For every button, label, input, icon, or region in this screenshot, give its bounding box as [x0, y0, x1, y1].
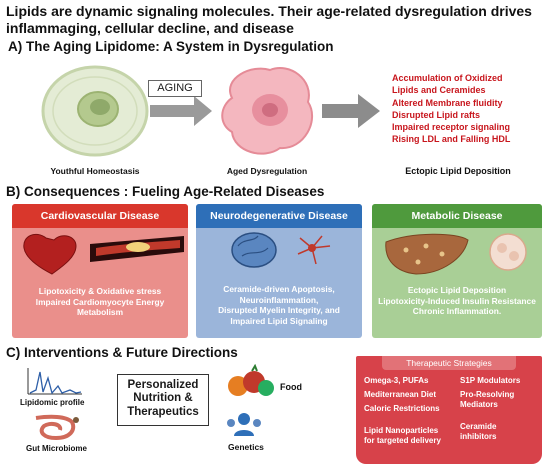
effect-item: Impaired receptor signaling: [392, 122, 511, 133]
therapeutic-left-list: Omega-3, PUFAs Mediterranean Diet Calori…: [364, 376, 441, 446]
therapeutic-right-list: S1P Modulators Pro-Resolving Mediators C…: [460, 376, 520, 442]
panel-line: Disrupted Myelin Integrity, and: [218, 305, 340, 316]
section-b-heading: B) Consequences : Fueling Age-Related Di…: [6, 184, 325, 199]
panel-line: Ceramide-driven Apoptosis,: [223, 284, 335, 294]
therapy-item: Mediterranean Diet: [364, 390, 437, 399]
panel-line: Neuroinflammation,: [239, 294, 319, 305]
panel-line: Lipotoxicity-Induced Insulin Resistance: [378, 295, 536, 306]
brain-neuron-icon: [231, 232, 331, 268]
box-line: Nutrition &: [133, 392, 193, 404]
aging-label: AGING: [148, 80, 202, 97]
therapy-item: inhibitors: [460, 432, 497, 441]
genetics-icon: [227, 413, 261, 436]
therapeutic-box: Therapeutic Strategies Omega-3, PUFAs Me…: [356, 356, 542, 464]
youthful-label: Youthful Homeostasis: [50, 166, 140, 176]
gut-microbiome-icon: [35, 414, 79, 441]
food-label: Food: [280, 382, 302, 392]
panel-line: Chronic Inflammation.: [412, 306, 502, 317]
therapy-item: Lipid Nanoparticles: [364, 426, 439, 435]
therapy-item: Caloric Restrictions: [364, 404, 440, 413]
youthful-cell-icon: [41, 65, 149, 157]
liver-adipose-icon: [385, 233, 527, 275]
therapy-item: for targeted delivery: [364, 436, 441, 445]
metabolic-title: Metabolic Disease: [372, 204, 542, 228]
effect-item: Disrupted Lipid rafts: [392, 109, 481, 120]
aging-effects-list: Accumulation of Oxidized Lipids and Cera…: [392, 72, 510, 146]
neurodegenerative-text: Ceramide-driven Apoptosis, Neuroinflamma…: [196, 278, 362, 326]
lipidomic-label: Lipidomic profile: [20, 398, 85, 407]
therapy-item: Ceramide: [460, 422, 497, 431]
genetics-label: Genetics: [228, 442, 264, 452]
panel-line: Impaired Lipid Signaling: [230, 315, 328, 326]
section-c-heading: C) Interventions & Future Directions: [6, 345, 238, 360]
panel-line: Lipotoxicity & Oxidative stress: [38, 286, 162, 296]
figure-title: Lipids are dynamic signaling molecules. …: [6, 3, 532, 36]
box-line: Personalized: [127, 379, 199, 391]
metabolic-panel: Metabolic Disease Ectopic Lipid Depositi…: [372, 204, 542, 338]
aged-label: Aged Dysregulation: [226, 166, 308, 176]
box-line: Therapeutics: [127, 406, 199, 418]
effect-item: Accumulation of Oxidized: [392, 73, 503, 83]
aging-arrow-icon: [150, 96, 212, 126]
food-icon: [228, 364, 274, 396]
neurodegenerative-title: Neurodegenerative Disease: [196, 204, 362, 228]
therapy-item: Mediators: [460, 400, 498, 409]
cardiovascular-title: Cardiovascular Disease: [12, 204, 188, 228]
therapy-item: Pro-Resolving: [460, 390, 515, 399]
therapy-item: S1P Modulators: [460, 376, 521, 385]
gut-label: Gut Microbiome: [26, 444, 87, 453]
metabolic-text: Ectopic Lipid Deposition Lipotoxicity-In…: [372, 280, 542, 317]
ectopic-label: Ectopic Lipid Deposition: [405, 166, 511, 176]
effect-item: Rising LDL and Falling HDL: [392, 134, 511, 145]
personalized-box: Personalized Nutrition & Therapeutics: [117, 374, 209, 426]
panel-line: Impaired Cardiomyocyte Energy: [35, 296, 165, 307]
cardiovascular-text: Lipotoxicity & Oxidative stress Impaired…: [12, 276, 188, 318]
effect-item: Altered Membrane fluidity: [392, 97, 503, 108]
heart-artery-icon: [23, 233, 184, 275]
therapeutic-title: Therapeutic Strategies: [382, 356, 516, 370]
panel-line: Metabolism: [76, 307, 124, 318]
lipidomic-chart-icon: [27, 368, 82, 395]
aged-cell-icon: [221, 67, 314, 155]
therapy-item: Omega-3, PUFAs: [364, 376, 429, 385]
neurodegenerative-panel: Neurodegenerative Disease Ceramide-drive…: [196, 204, 362, 338]
panel-line: Ectopic Lipid Deposition: [407, 285, 507, 295]
effect-item: Lipids and Ceramides: [392, 85, 486, 96]
ectopic-arrow-icon: [322, 94, 380, 128]
section-a-heading: A) The Aging Lipidome: A System in Dysre…: [8, 39, 334, 54]
cardiovascular-panel: Cardiovascular Disease Lipotoxicity & Ox…: [12, 204, 188, 338]
